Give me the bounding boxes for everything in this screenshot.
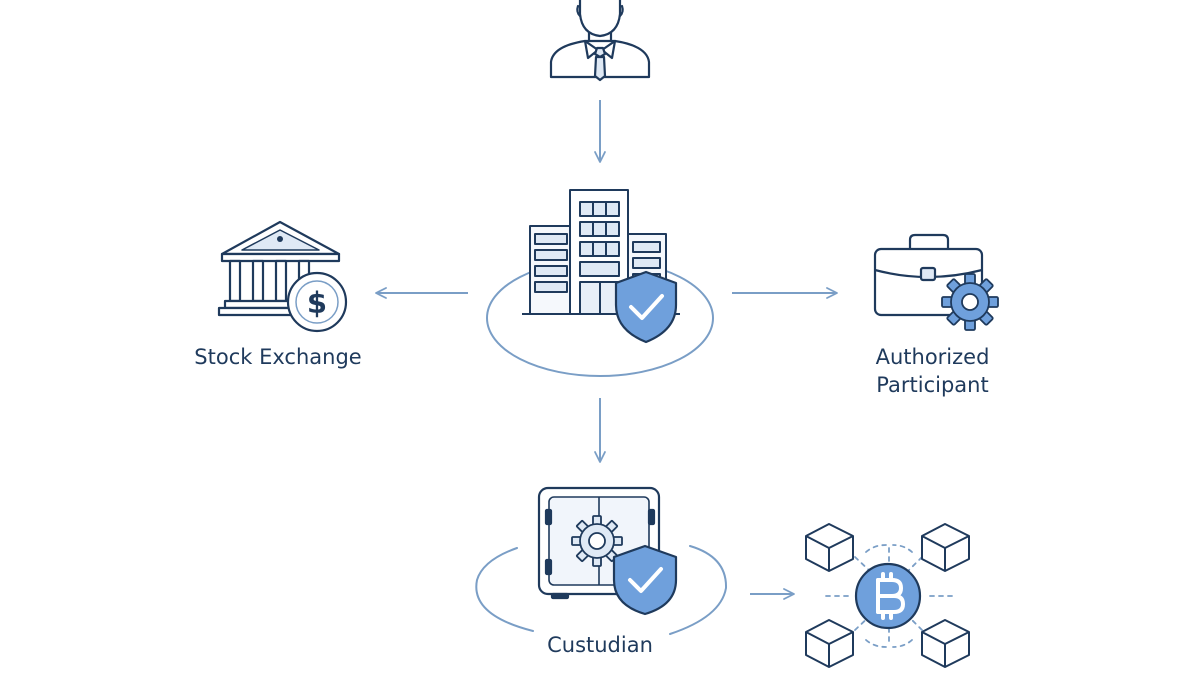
bitcoin-coin-icon [854,562,922,630]
cube-icon [805,619,854,668]
stock-exchange-node: $ [217,220,348,333]
cube-icon [805,523,854,572]
cube-icon [921,523,970,572]
bitcoin-network-node [805,523,970,668]
svg-text:$: $ [307,286,327,320]
authorized-participant-label: Authorized Participant [875,345,990,397]
cube-icon [921,619,970,668]
connector-arrows [375,100,838,600]
fund-node [486,189,714,377]
authorized-participant-node [873,233,999,331]
dollar-coin-icon: $ [286,271,348,333]
gear-icon [941,273,999,331]
shield-check-icon [614,270,678,344]
custodian-node [475,486,728,635]
stock-exchange-label: Stock Exchange [194,345,362,369]
custodian-orbit-ring [475,545,728,635]
custodian-label: Custudian [547,633,653,657]
investor-person-icon [549,0,651,82]
vault-dial-gear-icon [571,515,623,567]
shield-check-icon [612,544,678,616]
